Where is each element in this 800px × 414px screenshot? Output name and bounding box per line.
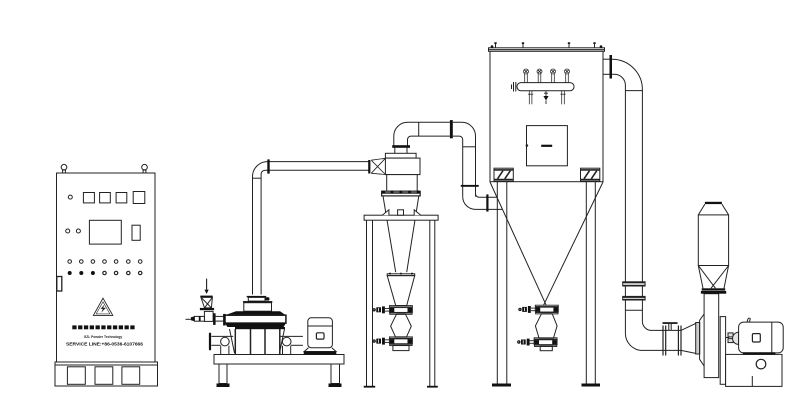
svg-text:GZL Powder Technology: GZL Powder Technology: [84, 335, 123, 339]
svg-text:SERVICE LINE:+86-0536-6107666: SERVICE LINE:+86-0536-6107666: [66, 342, 143, 348]
